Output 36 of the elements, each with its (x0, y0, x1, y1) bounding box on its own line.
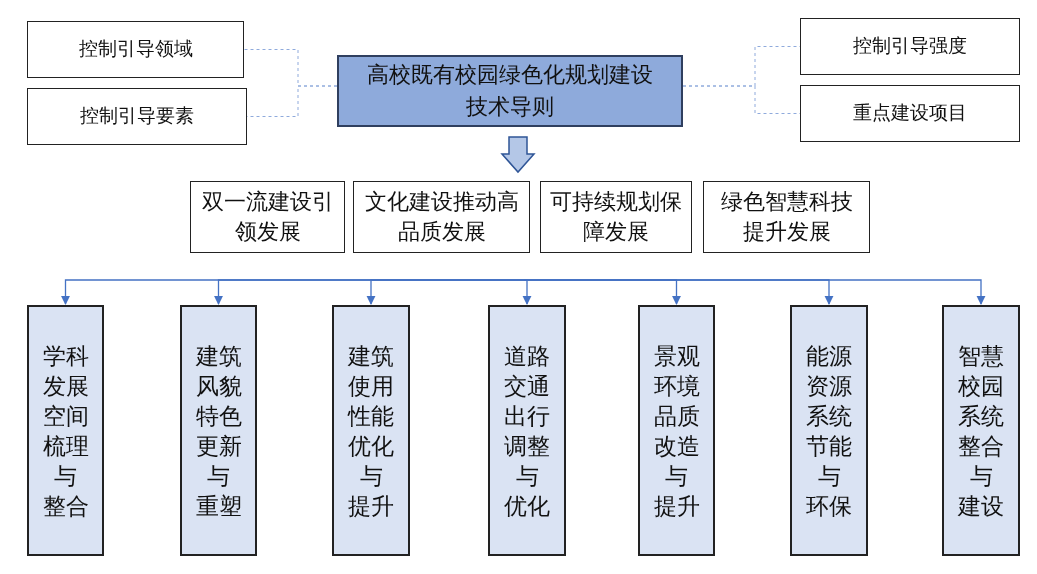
category-box (790, 305, 868, 556)
box-text: 高校既有校园绿色化规划建设技术导则 (366, 61, 654, 121)
box-text: 控制引导领域 (78, 37, 193, 62)
box-text: 绿色智慧科技提升发展 (719, 188, 854, 246)
principle-box (540, 181, 692, 253)
category-box (488, 305, 566, 556)
block-arrow (500, 136, 536, 174)
category-text: 学科发展空间梳理与整合 (42, 341, 89, 521)
arrow (523, 279, 986, 305)
side-box (27, 88, 247, 145)
box-text: 可持续规划保障发展 (549, 188, 683, 246)
side-box (800, 18, 1020, 75)
principle-box (190, 181, 345, 253)
arrow (366, 279, 525, 305)
category-text: 能源资源系统节能与环保 (806, 341, 852, 521)
box-text: 重点建设项目 (853, 101, 967, 126)
category-text: 建筑使用性能优化与提升 (348, 341, 394, 521)
category-text: 道路交通出行调整与优化 (504, 341, 550, 521)
box-text: 双一流建设引领发展 (200, 188, 335, 246)
box-text: 文化建设推动高品质发展 (363, 188, 520, 246)
principle-box (703, 181, 870, 253)
category-box (180, 305, 257, 556)
category-box (638, 305, 715, 556)
category-text: 建筑风貌特色更新与重塑 (195, 341, 242, 521)
principle-box (353, 181, 530, 253)
box-text: 控制引导要素 (80, 104, 194, 129)
side-box (800, 85, 1020, 142)
title-box (337, 55, 683, 127)
box-text: 控制引导强度 (853, 34, 967, 59)
category-box (332, 305, 410, 556)
arrow (522, 279, 532, 305)
category-text: 景观环境品质改造与提升 (653, 341, 700, 521)
side-box (27, 21, 244, 78)
category-box (27, 305, 104, 556)
category-box (942, 305, 1020, 556)
category-text: 智慧校园系统整合与建设 (958, 341, 1004, 521)
